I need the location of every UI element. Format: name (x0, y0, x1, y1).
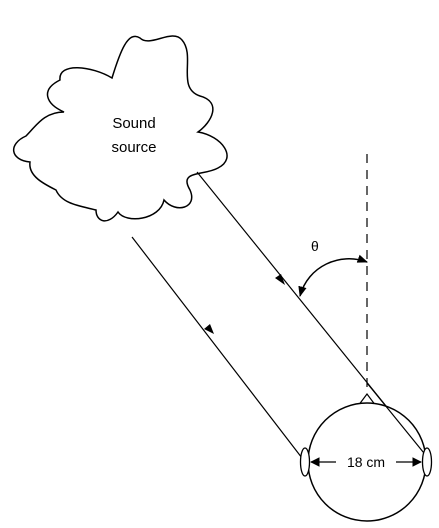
sound-ray-right-arrowhead (275, 274, 285, 285)
left-ear (299, 447, 311, 477)
source-label-line2: source (111, 139, 156, 156)
sound-ray-left (131, 236, 303, 459)
ear-distance-label: 18 cm (347, 454, 385, 470)
sound-ray-left-arrowhead (204, 324, 214, 334)
angle-theta-label: θ (311, 238, 319, 254)
source-label-line1: Sound (112, 115, 155, 132)
sound-ray-right-over-head (366, 382, 429, 459)
sound-source-cloud (13, 35, 228, 222)
angle-arc (298, 254, 368, 298)
right-ear (421, 447, 433, 477)
